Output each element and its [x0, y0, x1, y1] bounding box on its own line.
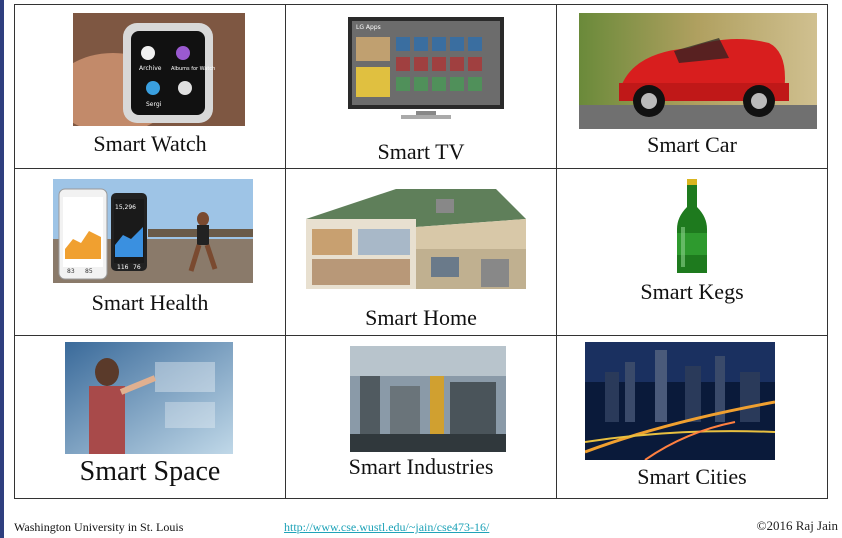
footer-university: Washington University in St. Louis [14, 520, 184, 534]
tv-apps-title: LG Apps [356, 24, 381, 31]
label-smart-watch: Smart Watch [93, 131, 207, 156]
watch-albums-text: Albums for Watch [171, 66, 215, 72]
smart-home-image [296, 179, 526, 297]
smart-tv-image: LG Apps [346, 15, 506, 123]
watch-sergi-text: Sergi [146, 101, 162, 108]
label-smart-car: Smart Car [647, 132, 737, 157]
smart-health-image: 15,296 83 85 116 76 [53, 179, 253, 283]
footer-course-link[interactable]: http://www.cse.wustl.edu/~jain/cse473-16… [284, 520, 490, 534]
health-stat-c: 116 [117, 264, 129, 271]
cell-smart-health: 15,296 83 85 116 76 Smart Health [14, 168, 286, 336]
label-smart-cities: Smart Cities [637, 464, 747, 489]
cell-smart-cities: Smart Cities [556, 335, 828, 499]
label-smart-industries: Smart Industries [348, 454, 494, 479]
smart-space-image [65, 342, 233, 454]
label-smart-health: Smart Health [91, 290, 209, 315]
footer-copyright: ©2016 Raj Jain [756, 518, 838, 533]
label-smart-home: Smart Home [365, 305, 477, 330]
cell-smart-space: Smart Space [14, 335, 286, 499]
smart-car-image [579, 13, 817, 129]
cell-smart-watch: Archive Albums for Watch Sergi Smart Wat… [14, 4, 286, 169]
health-stat-a: 83 [67, 268, 75, 275]
health-stat-d: 76 [133, 264, 141, 271]
slide-left-bar [0, 0, 4, 538]
cell-smart-car: Smart Car [556, 4, 828, 169]
beer-bottle-image [673, 177, 711, 277]
smart-watch-image: Archive Albums for Watch Sergi [73, 13, 245, 126]
cell-smart-home: Smart Home [285, 168, 557, 336]
smart-things-grid: Archive Albums for Watch Sergi Smart Wat… [14, 4, 828, 499]
label-smart-space: Smart Space [79, 456, 221, 487]
health-stat-b: 85 [85, 268, 93, 275]
watch-archive-text: Archive [139, 65, 162, 72]
smart-industries-image [350, 346, 506, 452]
label-smart-kegs: Smart Kegs [640, 279, 744, 304]
smart-cities-image [585, 342, 775, 460]
label-smart-tv: Smart TV [377, 139, 465, 164]
health-steps-text: 15,296 [115, 204, 136, 211]
cell-smart-tv: LG Apps [285, 4, 557, 169]
cell-smart-kegs: Smart Kegs [556, 168, 828, 336]
cell-smart-industries: Smart Industries [285, 335, 557, 499]
